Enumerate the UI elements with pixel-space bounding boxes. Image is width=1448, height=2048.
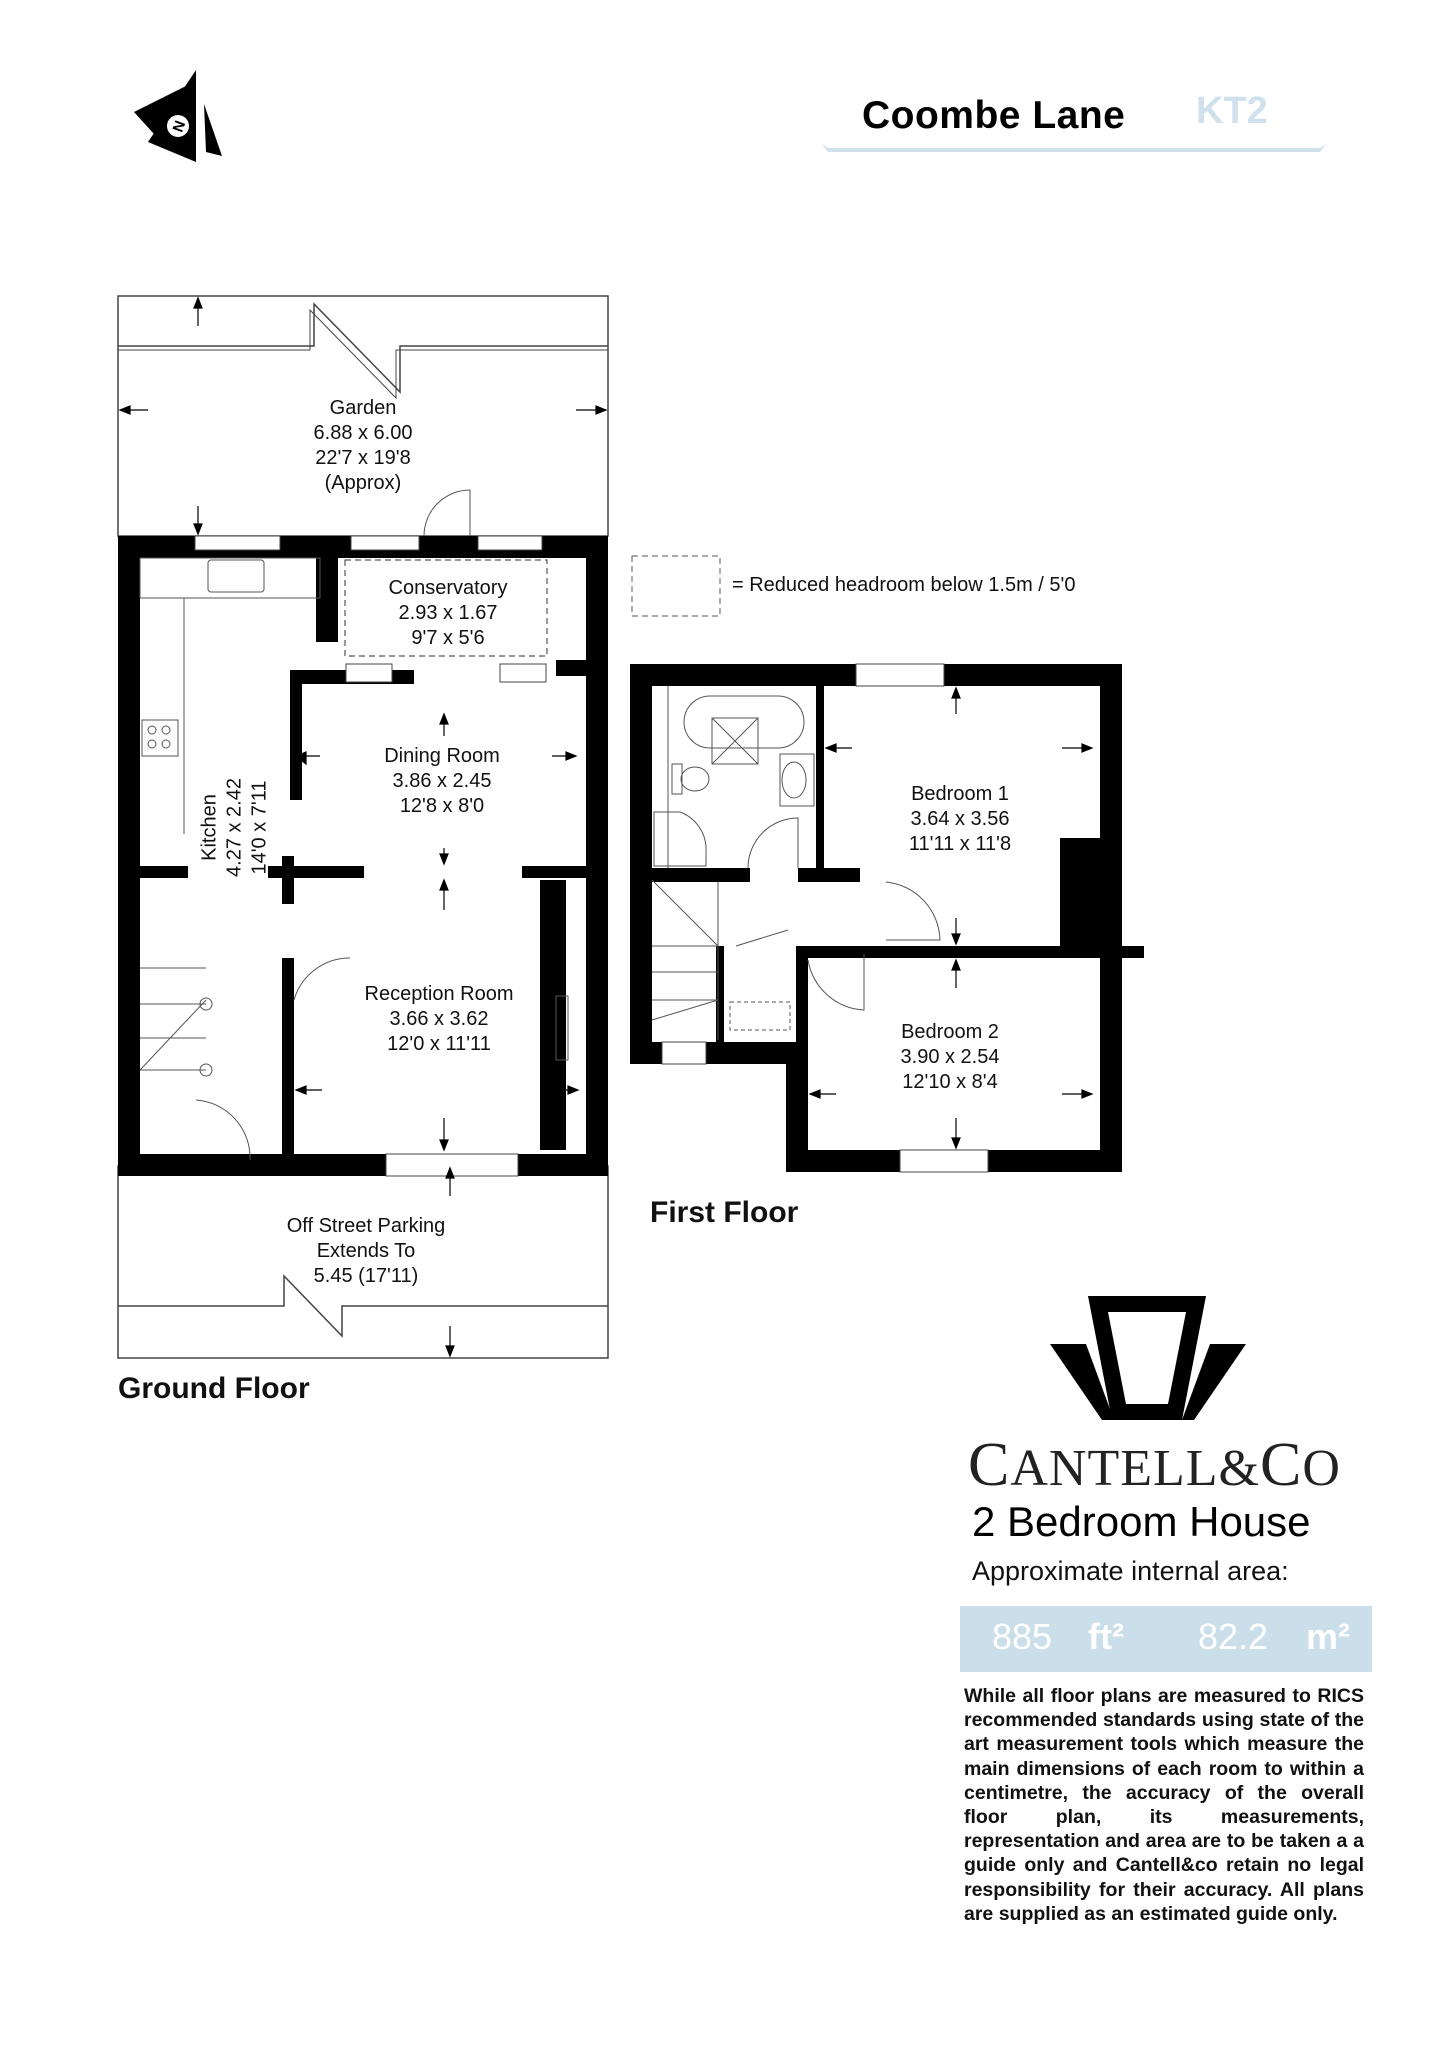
cantell-keystone-logo-icon — [1050, 1296, 1246, 1420]
room-label-reception-room: Reception Room 3.66 x 3.62 12'0 x 11'11 — [364, 983, 514, 1055]
street-name: Coombe Lane — [862, 94, 1126, 137]
room-label-dining-room: Dining Room 3.86 x 2.45 12'8 x 8'0 — [384, 745, 500, 817]
first-floor-label: First Floor — [650, 1196, 799, 1229]
legend-swatch — [631, 555, 721, 617]
title-underline — [822, 144, 1326, 152]
floor-plan-drawing — [117, 295, 1144, 1359]
property-title-banner: Coombe Lane KT2 — [820, 86, 1330, 156]
area-sqm-unit: m² — [1306, 1616, 1350, 1657]
company-name: CANTELL&CO — [968, 1431, 1341, 1499]
area-sqm-value: 82.2 — [1198, 1616, 1269, 1657]
area-sqft-value: 885 — [992, 1616, 1053, 1657]
disclaimer-text: While all floor plans are measured to RI… — [964, 1685, 1364, 1925]
room-label-conservatory: Conservatory 2.93 x 1.67 9'7 x 5'6 — [388, 577, 508, 649]
postcode: KT2 — [1196, 90, 1268, 132]
area-caption: Approximate internal area: — [972, 1556, 1289, 1586]
room-label-kitchen: Kitchen 4.27 x 2.42 14'0 x 7'11 — [198, 778, 271, 877]
room-label-bedroom-2: Bedroom 2 3.90 x 2.54 12'10 x 8'4 — [900, 1021, 1000, 1093]
room-label-bedroom-1: Bedroom 1 3.64 x 3.56 11'11 x 11'8 — [908, 783, 1012, 855]
legend-reduced-headroom: = Reduced headroom below 1.5m / 5'0 — [732, 574, 1076, 596]
north-arrow-icon: N — [134, 70, 222, 162]
area-sqft-unit: ft² — [1088, 1616, 1124, 1657]
room-label-garden: Garden 6.88 x 6.00 22'7 x 19'8 (Approx) — [313, 397, 413, 494]
property-type: 2 Bedroom House — [972, 1498, 1311, 1545]
room-label-parking: Off Street Parking Extends To 5.45 (17'1… — [286, 1215, 446, 1287]
area-summary-box: 885 ft² 82.2 m² — [960, 1606, 1372, 1672]
ground-floor-label: Ground Floor — [118, 1372, 310, 1405]
